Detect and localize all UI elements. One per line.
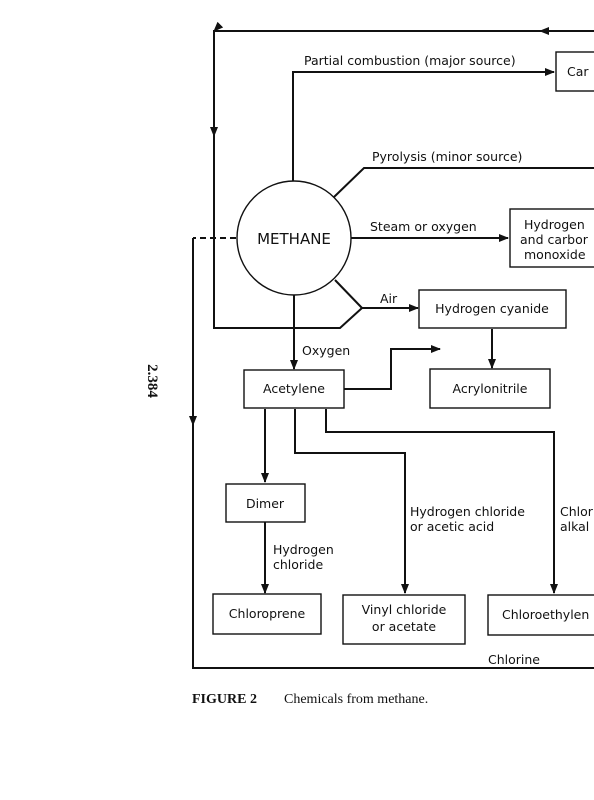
steam-oxygen-label: Steam or oxygen <box>370 219 477 234</box>
acetylene-label: Acetylene <box>263 381 325 396</box>
top-return-line <box>213 21 594 238</box>
acetylene-to-acrylonitrile-line <box>344 345 441 390</box>
hcl-label-2: chloride <box>273 557 323 572</box>
air-line-upper <box>334 279 363 309</box>
hydrogen-cyanide-box <box>418 289 567 329</box>
acrylonitrile-label: Acrylonitrile <box>453 381 528 396</box>
chlorine-label: Chlorine <box>488 652 540 667</box>
chloroprene-label: Chloroprene <box>229 606 306 621</box>
hydrogen-co-label-2: and carbor <box>520 232 589 247</box>
carbon-black-box <box>555 51 594 92</box>
dimer-label: Dimer <box>246 496 285 511</box>
acetylene-to-chloroethylene-line <box>325 409 558 594</box>
air-line-lower <box>213 238 363 329</box>
partial-combustion-line <box>292 68 555 188</box>
chloroprene-box <box>212 593 322 635</box>
hydrogen-co-label-3: monoxide <box>524 247 586 262</box>
acetylene-box <box>243 369 345 409</box>
chloroethylene-label: Chloroethylen <box>502 607 589 622</box>
hydrogen-cyanide-label: Hydrogen cyanide <box>435 301 549 316</box>
hcl-acetic-label-2: or acetic acid <box>410 519 494 534</box>
hcl-acetic-label-1: Hydrogen chloride <box>410 504 525 519</box>
vinyl-box <box>342 594 466 645</box>
vinyl-label-2: or acetate <box>372 619 436 634</box>
chlor-label-1: Chlor <box>560 504 594 519</box>
hcl-label-1: Hydrogen <box>273 542 334 557</box>
vinyl-label-1: Vinyl chloride <box>362 602 447 617</box>
hydrogen-co-box <box>509 208 594 268</box>
pyrolysis-line <box>333 167 594 198</box>
pyrolysis-label: Pyrolysis (minor source) <box>372 149 522 164</box>
oxygen-label: Oxygen <box>302 343 350 358</box>
chloroethylene-box <box>487 594 594 636</box>
chlor-label-2: alkal <box>560 519 589 534</box>
air-label: Air <box>380 291 398 306</box>
left-long-line <box>192 238 594 669</box>
partial-combustion-label: Partial combustion (major source) <box>304 53 516 68</box>
methane-node <box>236 180 352 296</box>
figure-caption: Chemicals from methane. <box>284 692 428 707</box>
dimer-box <box>225 483 306 523</box>
hydrogen-co-label-1: Hydrogen <box>524 217 585 232</box>
figure-label: FIGURE 2 <box>192 692 257 707</box>
page-number: 2.384 <box>144 364 160 398</box>
acetylene-to-vinyl-line <box>294 409 409 594</box>
acrylonitrile-box <box>429 368 551 409</box>
methane-label: METHANE <box>257 230 331 248</box>
carbon-black-label: Car <box>567 64 589 79</box>
